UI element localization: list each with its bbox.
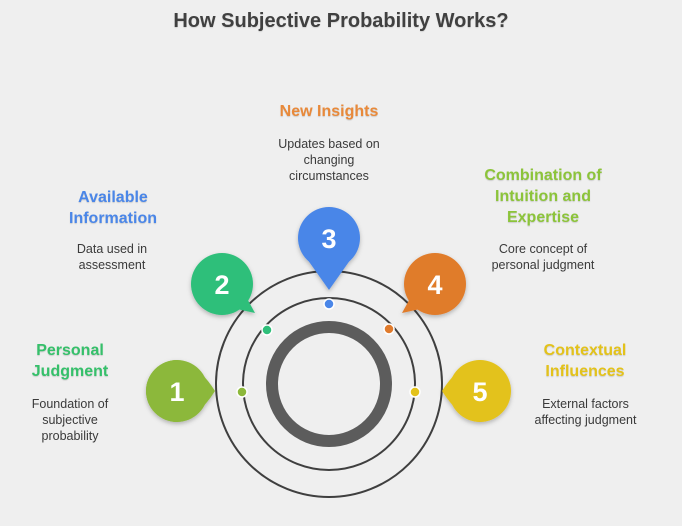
marker-1-number: 1 — [169, 377, 184, 407]
label-contextual-influences: Contextual Influences — [543, 342, 627, 380]
middle-ring — [242, 297, 416, 471]
marker-3-number: 3 — [321, 224, 336, 254]
dot-3 — [323, 298, 335, 310]
desc-personal-judgment: Foundation of subjective probability — [31, 397, 109, 443]
inner-ring — [266, 321, 392, 447]
marker-5-number: 5 — [472, 377, 487, 407]
marker-4: 4 — [402, 253, 466, 315]
diagram-title: How Subjective Probability Works? — [173, 10, 509, 32]
label-available-information: Available Information — [69, 189, 157, 227]
label-combination: Combination of Intuition and Expertise — [484, 167, 602, 226]
label-personal-judgment: Personal Judgment — [31, 342, 109, 380]
marker-1: 1 — [146, 360, 215, 422]
marker-5: 5 — [442, 360, 511, 422]
marker-3: 3 — [298, 207, 360, 290]
desc-combination: Core concept of personal judgment — [491, 242, 595, 272]
marker-2-number: 2 — [214, 270, 229, 300]
desc-available-information: Data used in assessment — [76, 242, 148, 272]
label-new-insights: New Insights — [279, 103, 379, 120]
dot-5 — [409, 386, 421, 398]
dot-1 — [236, 386, 248, 398]
marker-4-number: 4 — [427, 270, 442, 300]
dot-4 — [383, 323, 395, 335]
dot-2 — [261, 324, 273, 336]
marker-2: 2 — [191, 253, 255, 315]
desc-contextual-influences: External factors affecting judgment — [534, 397, 637, 427]
desc-new-insights: Updates based on changing circumstances — [278, 137, 380, 183]
